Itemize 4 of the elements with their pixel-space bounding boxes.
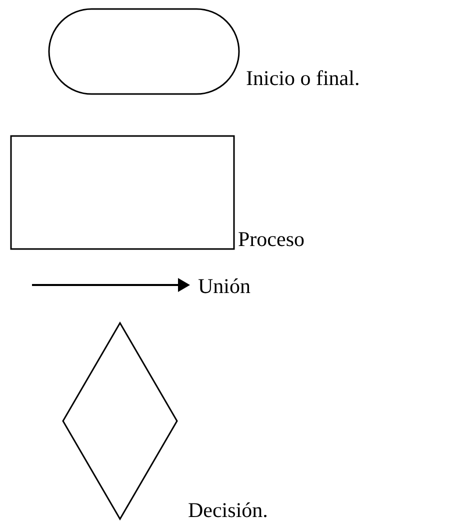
symbol-caption: Proceso: [238, 229, 304, 250]
symbol-caption: Inicio o final.: [246, 68, 360, 89]
symbol-caption: Decisión.: [188, 500, 268, 521]
symbol-caption: Unión: [198, 276, 250, 297]
